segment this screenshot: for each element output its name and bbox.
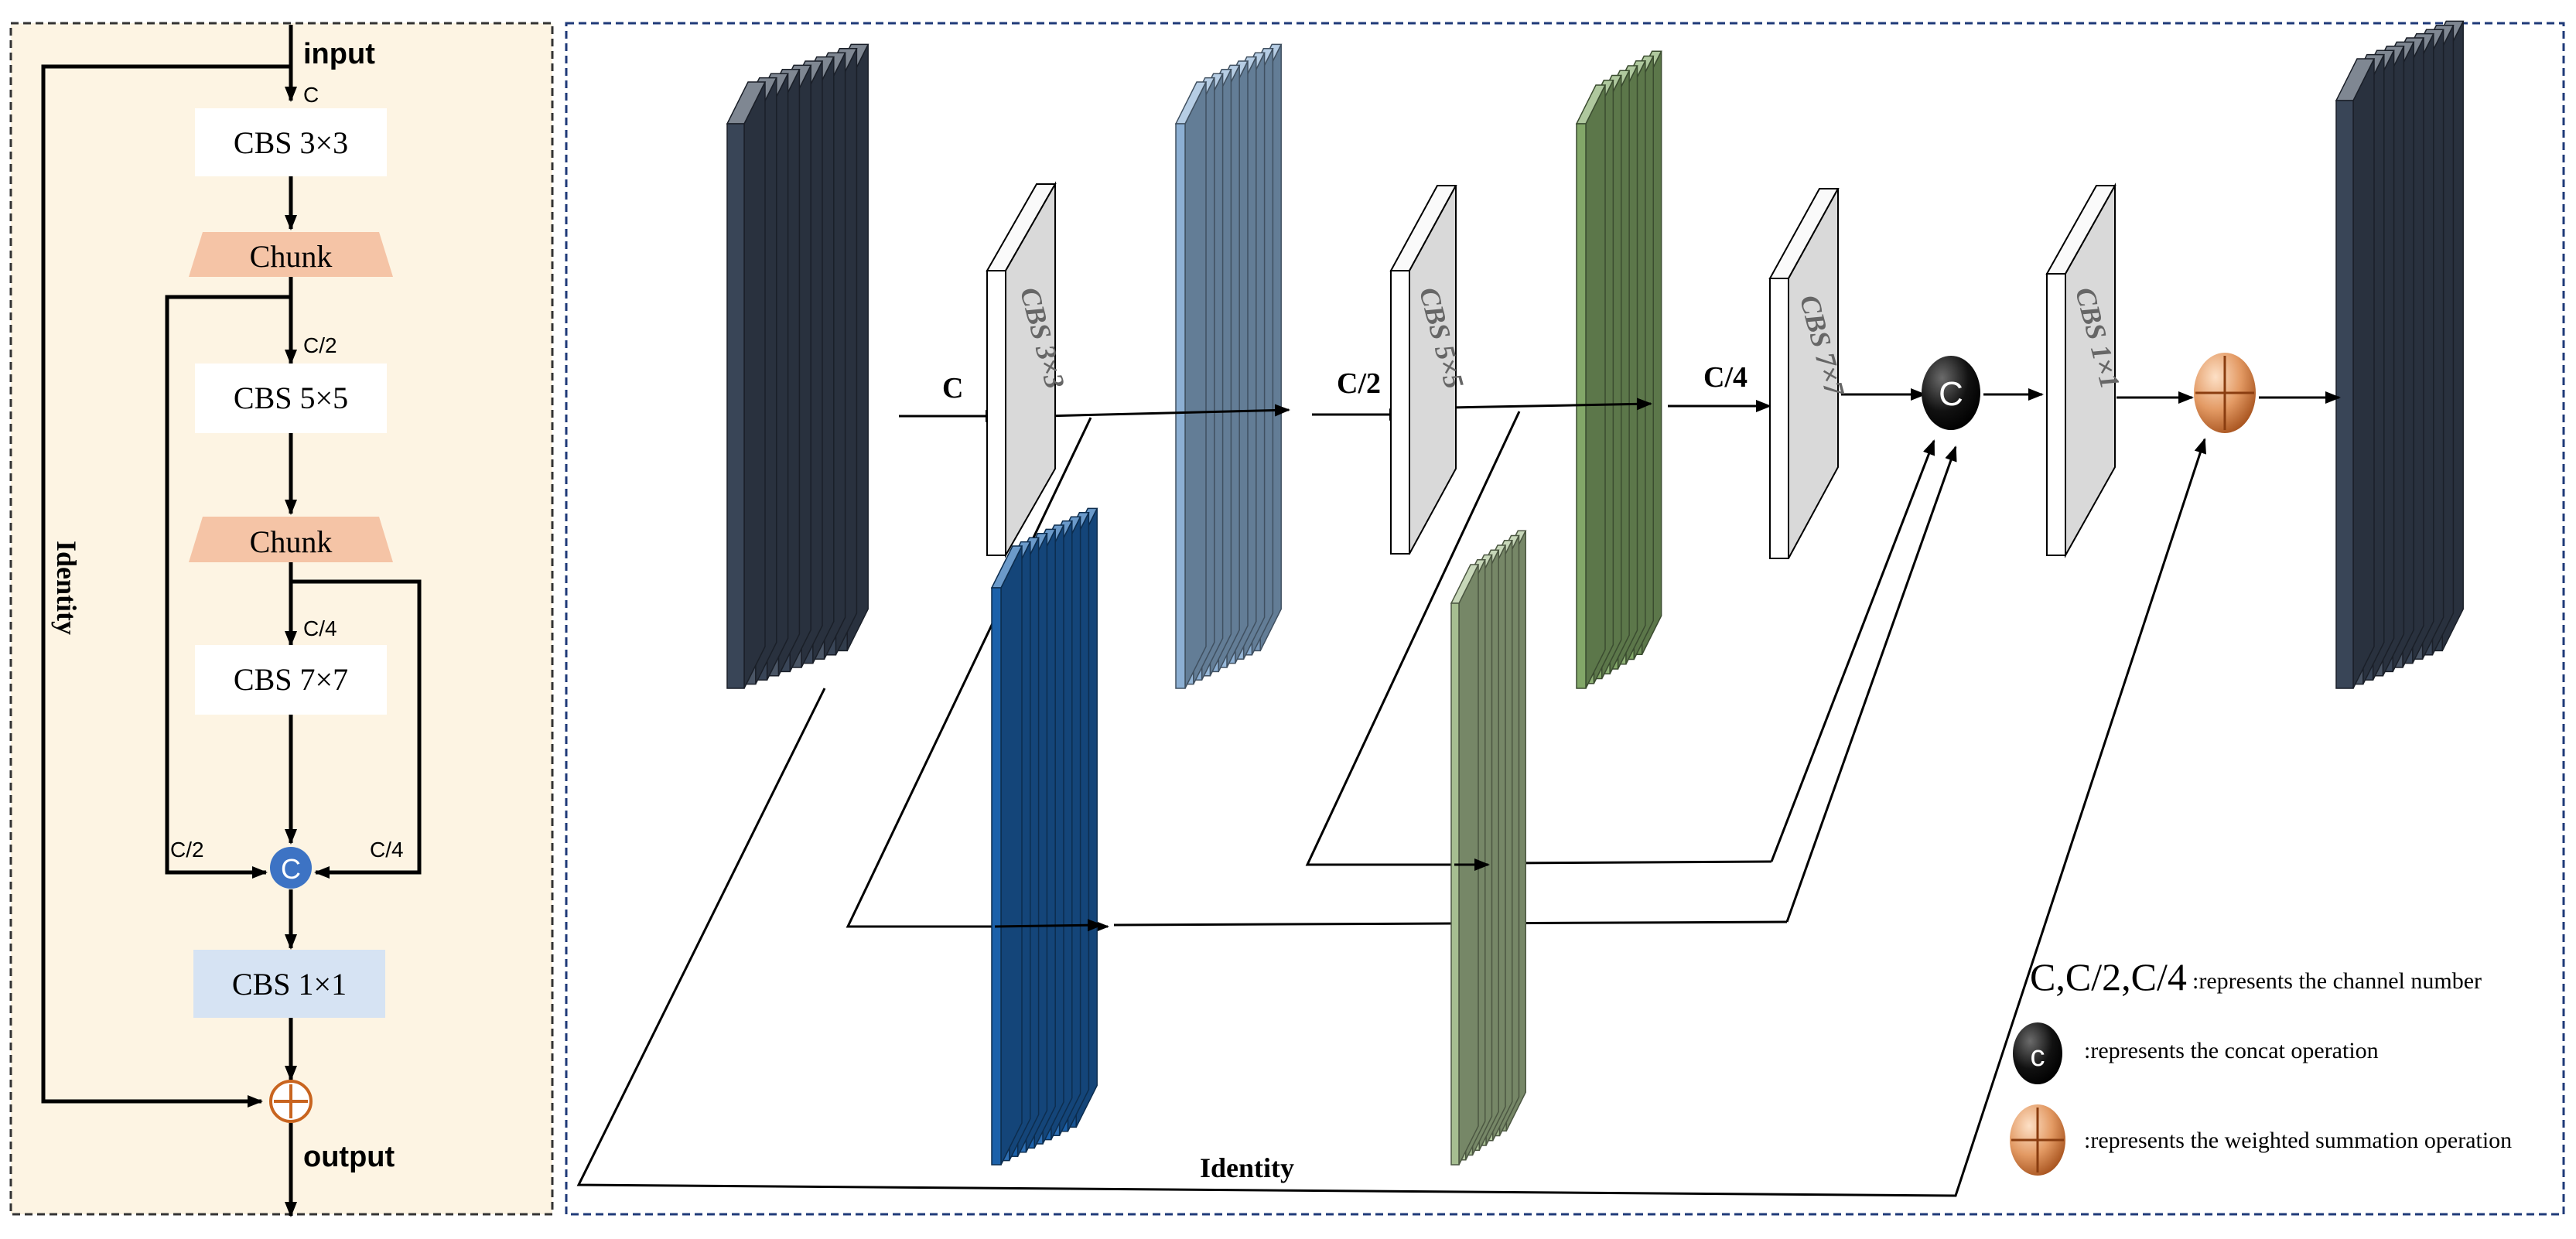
legend-channel-desc: :represents the channel number bbox=[2192, 968, 2482, 994]
output-feature-stack bbox=[2335, 20, 2465, 689]
branch-c2-bottom bbox=[1113, 920, 1788, 927]
lower-arrows bbox=[994, 858, 1490, 932]
chunk2-label: Chunk bbox=[250, 524, 333, 559]
feature-layer-front bbox=[1175, 123, 1186, 689]
input-feature-stack bbox=[726, 43, 869, 689]
branch-c4-loop bbox=[291, 579, 422, 879]
feature-layer-side bbox=[2352, 58, 2375, 689]
architecture-panel: CBS 3×3 CBS 5×5 CBS 7×7 CBS 1×1 C C/2 C/… bbox=[565, 20, 2565, 1216]
feature-layer-side bbox=[1585, 84, 1606, 689]
flowchart-panel: input C CBS 3×3 Chunk C/2 CBS 5×5 Chunk … bbox=[9, 22, 554, 1217]
cbs1x1-label: CBS 1×1 bbox=[232, 967, 347, 1002]
chunk-c2-feature-stack bbox=[990, 507, 1098, 1166]
arrow-into-blue-stack bbox=[1044, 404, 1290, 418]
cbs7x7-box bbox=[195, 645, 387, 715]
feature-layer-side bbox=[1000, 545, 1023, 1166]
arch-label-c2: C/2 bbox=[1337, 367, 1381, 400]
blue-feature-stack bbox=[1174, 43, 1283, 689]
legend-sum-desc: :represents the weighted summation opera… bbox=[2084, 1128, 2512, 1153]
feature-layer-front bbox=[2335, 100, 2354, 689]
cbs1x1-slab: CBS 1×1 bbox=[2045, 183, 2126, 558]
feature-layer-front bbox=[726, 123, 745, 689]
feature-layer-front bbox=[1450, 602, 1460, 1166]
concat-node-icon bbox=[270, 847, 312, 889]
chunk2-shape bbox=[189, 517, 393, 562]
arch-concat-label: C bbox=[1939, 375, 1963, 413]
concat-node-icon-3d bbox=[1922, 356, 1980, 430]
input-label: input bbox=[303, 38, 375, 70]
chunk-c4-feature-stack bbox=[1450, 530, 1527, 1166]
branch-c4-bottom bbox=[1503, 860, 1772, 865]
feature-layer-side bbox=[1184, 81, 1207, 689]
cbs1x1-box bbox=[193, 950, 385, 1018]
legend-channel-term: C,C/2,C/4 bbox=[2030, 955, 2187, 998]
legend-concat-desc: :represents the concat operation bbox=[2084, 1038, 2379, 1063]
branch-c2-loop bbox=[165, 295, 291, 879]
channel-c2-label: C/2 bbox=[303, 333, 337, 357]
feature-layer-side bbox=[743, 81, 766, 689]
concat-node-label: C bbox=[281, 853, 301, 885]
cbs3x3-label: CBS 3×3 bbox=[234, 125, 348, 160]
architecture-panel-border bbox=[565, 22, 2565, 1216]
branch-c2-to-concat bbox=[1785, 445, 1957, 923]
feature-layer-front bbox=[991, 587, 1002, 1166]
identity-loop bbox=[41, 64, 291, 1108]
chunk1-shape bbox=[189, 232, 393, 277]
arch-label-c4: C/4 bbox=[1703, 361, 1748, 394]
weighted-sum-node-icon bbox=[2194, 353, 2256, 433]
cbs7x7-label: CBS 7×7 bbox=[234, 662, 348, 697]
identity-label: Identity bbox=[51, 541, 82, 635]
output-label: output bbox=[303, 1141, 395, 1173]
legend-concat-icon bbox=[2013, 1022, 2062, 1084]
green-feature-stack bbox=[1575, 50, 1662, 689]
cbs5x5-label: CBS 5×5 bbox=[234, 381, 348, 415]
legend-sum-icon bbox=[2010, 1104, 2065, 1176]
arch-identity-label: Identity bbox=[1200, 1152, 1294, 1183]
identity-path bbox=[576, 438, 2206, 1197]
branch-c4-label: C/4 bbox=[370, 838, 404, 862]
arrow-into-blue-chunk bbox=[994, 919, 1103, 932]
cbs5x5-slab: CBS 5×5 bbox=[1389, 185, 1470, 555]
chunk1-label: Chunk bbox=[250, 239, 333, 274]
arrow-into-green-stack bbox=[1449, 398, 1652, 411]
sum-node-icon bbox=[269, 1080, 313, 1123]
branch-c4-path bbox=[1305, 411, 1521, 866]
flowchart-connectors bbox=[41, 25, 422, 1217]
cbs3x3-box bbox=[195, 108, 387, 176]
cbs5x5-box bbox=[195, 364, 387, 433]
legend: C,C/2,C/4 :represents the channel number… bbox=[2010, 955, 2512, 1176]
branch-c2-label: C/2 bbox=[170, 838, 204, 862]
arch-label-c: C bbox=[942, 372, 963, 404]
legend-concat-symbol: c bbox=[2031, 1040, 2045, 1073]
branch-c4-to-concat bbox=[1770, 439, 1935, 862]
flowchart-panel-border bbox=[9, 22, 554, 1216]
channel-c4-label: C/4 bbox=[303, 616, 337, 640]
channel-c-label: C bbox=[303, 83, 319, 107]
